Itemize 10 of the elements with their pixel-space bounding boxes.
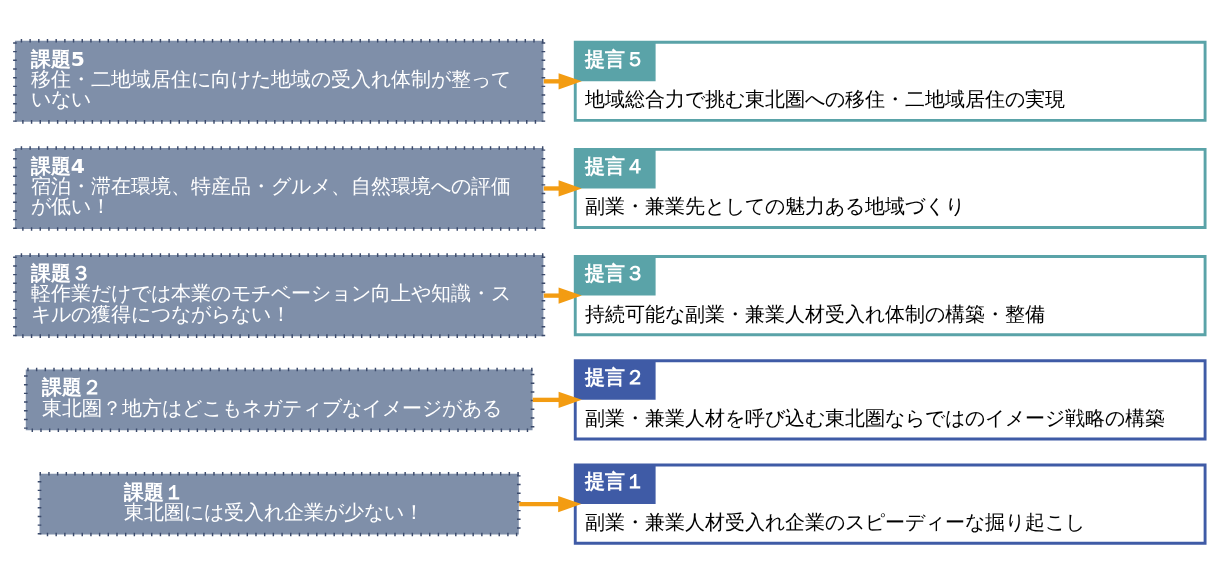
arrow — [532, 391, 582, 408]
node-box: 課題5 移住・二地域居住に向けた地域の受入れ体制が整っていない — [13, 38, 546, 124]
node-box: 課題１ 東北圏には受入れ企業が少ない！ — [37, 471, 521, 536]
node-box: 課題３ 軽作業だけでは本業のモチベーション向上や知識・スキルの獲得につながらない！ — [13, 252, 546, 338]
arrow — [519, 495, 582, 512]
arrow — [543, 72, 582, 89]
arrow — [543, 179, 582, 197]
node-box: 課題4 宿泊・滞在環境、特産品・グルメ、自然環境への評価が低い！ — [13, 145, 546, 231]
arrow — [543, 287, 582, 304]
node-box: 課題２ 東北圏？地方はどこもネガティブなイメージがある — [23, 367, 535, 432]
